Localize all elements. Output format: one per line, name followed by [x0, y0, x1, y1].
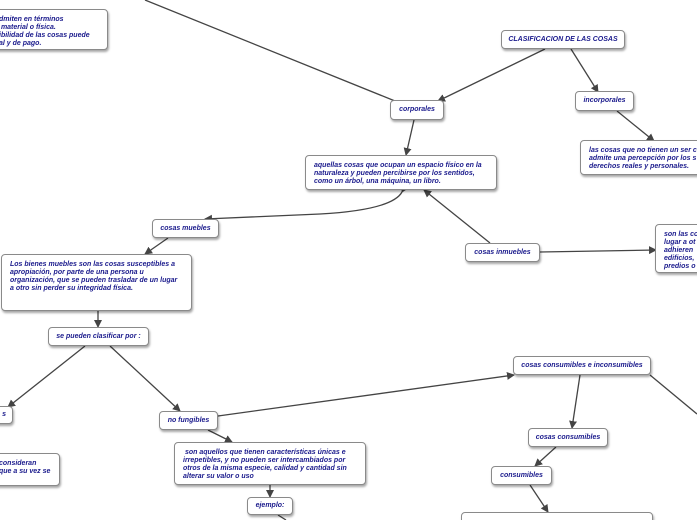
- fungibles-definition-box[interactable]: consideran que a su vez se: [0, 453, 60, 486]
- link-definition-muebles: [204, 183, 409, 223]
- muebles-definition-box[interactable]: Los bienes muebles son las cosas suscept…: [1, 254, 192, 311]
- topleft-definition-text: dmiten en términos material o física. ib…: [0, 16, 90, 47]
- link-muebles-definition: [144, 237, 169, 255]
- link-clasificacion-corporales: [437, 48, 546, 102]
- corporales-definition-box[interactable]: aquellas cosas que ocupan un espacio fís…: [305, 155, 497, 190]
- inmuebles-definition-text: son las co lugar a ot adhieren edificios…: [664, 231, 697, 270]
- fungibles-label: s: [2, 411, 6, 418]
- link-clasificar-fungibles: [7, 345, 86, 408]
- link-no-fungibles-consumibles: [217, 371, 515, 417]
- inmuebles-definition-box[interactable]: son las co lugar a ot adhieren edificios…: [655, 224, 697, 273]
- link-no-fungibles-definition: [207, 429, 233, 443]
- link-cosas-consumibles-consumibles: [534, 446, 557, 467]
- link-inmuebles-inmuebles-definition: [539, 246, 657, 255]
- clasificacion-label: CLASIFICACION DE LAS COSAS: [508, 35, 618, 43]
- bottom-cut-node[interactable]: [461, 512, 653, 520]
- se-pueden-clasificar-node[interactable]: se pueden clasificar por :: [48, 327, 149, 346]
- no-fungibles-definition-text: son aquellos que tienen características …: [183, 449, 347, 480]
- consumibles-e-inconsumibles-node[interactable]: cosas consumibles e inconsumibles: [513, 356, 651, 375]
- clasificacion-node[interactable]: CLASIFICACION DE LAS COSAS: [501, 30, 625, 49]
- consumibles-e-inconsumibles-label: cosas consumibles e inconsumibles: [521, 361, 643, 369]
- link-consumibles-down: [529, 484, 549, 513]
- corporales-node[interactable]: corporales: [390, 100, 444, 120]
- fungibles-definition-text: consideran que a su vez se: [0, 460, 51, 475]
- cosas-muebles-node[interactable]: cosas muebles: [152, 219, 219, 238]
- no-fungibles-node[interactable]: no fungibles: [159, 411, 218, 430]
- incorporales-label: incorporales: [583, 97, 626, 104]
- link-ejemplo-down: [277, 514, 287, 520]
- ejemplo-node[interactable]: ejemplo:: [247, 497, 293, 515]
- incorporales-definition-text: las cosas que no tienen un ser c admite …: [589, 147, 697, 170]
- no-fungibles-definition-box[interactable]: son aquellos que tienen características …: [174, 442, 366, 485]
- incorporales-node[interactable]: incorporales: [575, 91, 634, 111]
- consumibles-label: consumibles: [500, 471, 543, 479]
- ejemplo-label: ejemplo:: [255, 502, 285, 509]
- link-clasificacion-incorporales: [570, 48, 599, 93]
- cosas-muebles-label: cosas muebles: [160, 224, 211, 232]
- se-pueden-clasificar-label: se pueden clasificar por :: [56, 332, 141, 340]
- cosas-inmuebles-label: cosas inmuebles: [474, 248, 531, 256]
- link-inmuebles-definition: [423, 189, 491, 244]
- corporales-definition-text: aquellas cosas que ocupan un espacio fís…: [314, 162, 482, 185]
- muebles-definition-text: Los bienes muebles son las cosas suscept…: [10, 261, 178, 292]
- incorporales-definition-box[interactable]: las cosas que no tienen un ser c admite …: [580, 140, 697, 175]
- link-consumibles-cosas-consumibles: [569, 374, 581, 429]
- topleft-definition-box[interactable]: dmiten en términos material o física. ib…: [0, 9, 108, 50]
- link-topleft-corporales: [144, 0, 396, 102]
- link-clasificar-no-fungibles: [109, 345, 181, 412]
- link-corporales-definition: [403, 119, 415, 156]
- link-incorporales-definition: [616, 110, 655, 142]
- link-consumibles-right: [649, 374, 697, 415]
- consumibles-node[interactable]: consumibles: [491, 466, 552, 485]
- no-fungibles-label: no fungibles: [167, 416, 210, 424]
- cosas-consumibles-node[interactable]: cosas consumibles: [528, 428, 608, 447]
- cosas-consumibles-label: cosas consumibles: [535, 433, 601, 441]
- fungibles-node[interactable]: s: [0, 406, 13, 424]
- corporales-label: corporales: [399, 106, 435, 113]
- cosas-inmuebles-node[interactable]: cosas inmuebles: [465, 243, 540, 262]
